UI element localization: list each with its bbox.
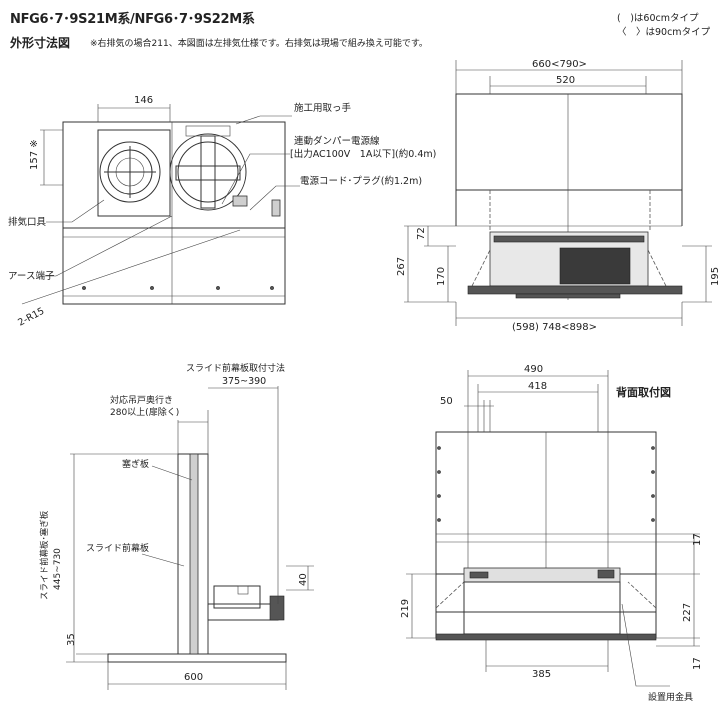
dim-600: 600 bbox=[184, 672, 203, 683]
dim-width-top: 660<790> bbox=[532, 59, 587, 70]
label-plug-panel: 塞ぎ板 bbox=[122, 458, 149, 470]
dim-267: 267 bbox=[396, 257, 407, 276]
label-2-r15: 2-R15 bbox=[16, 306, 46, 329]
back-view-title: 背面取付図 bbox=[616, 386, 671, 399]
label-earth-terminal: アース端子 bbox=[8, 270, 55, 282]
legend-90cm: 〈 〉は90cmタイプ bbox=[617, 27, 711, 38]
label-install-handle: 施工用取っ手 bbox=[294, 102, 352, 114]
dim-157: 157 ※ bbox=[29, 139, 40, 170]
label-slide-panel: スライド前幕板 bbox=[86, 542, 149, 554]
label-damper-line: 連動ダンパー電源線 bbox=[294, 135, 380, 147]
dim-146: 146 bbox=[134, 95, 153, 106]
cabinet-depth-label: 対応吊戸奥行き bbox=[110, 394, 173, 406]
dim-40: 40 bbox=[298, 573, 309, 586]
dim-170: 170 bbox=[436, 267, 447, 286]
label-mounting-bracket: 設置用金具 bbox=[648, 691, 693, 703]
dim-72: 72 bbox=[416, 227, 427, 240]
dim-385: 385 bbox=[532, 669, 551, 680]
label-damper-output: [出力AC100V 1A以下](約0.4m) bbox=[290, 148, 436, 160]
side-view bbox=[66, 386, 314, 690]
dim-418: 418 bbox=[528, 381, 547, 392]
dim-17-bottom: 17 bbox=[692, 657, 703, 670]
dim-445-730: 445~730 bbox=[53, 548, 63, 590]
dim-520: 520 bbox=[556, 75, 575, 86]
dim-17-top: 17 bbox=[692, 533, 703, 546]
legend-60cm: ( )は60cmタイプ bbox=[617, 13, 699, 24]
cabinet-depth-value: 280以上(扉除く) bbox=[110, 406, 179, 418]
dim-219: 219 bbox=[400, 599, 411, 618]
dim-227: 227 bbox=[682, 603, 693, 622]
dim-195: 195 bbox=[710, 267, 720, 286]
exhaust-note: ※右排気の場合211、本図面は左排気仕様です。右排気は現場で組み換え可能です。 bbox=[90, 39, 428, 49]
slide-panel-range: 375~390 bbox=[222, 376, 266, 387]
slide-panel-mount-title: スライド前幕板取付寸法 bbox=[186, 362, 285, 374]
model-title: NFG6･7･9S21M系/NFG6･7･9S22M系 bbox=[10, 12, 255, 27]
front-view bbox=[21, 104, 300, 305]
dim-490: 490 bbox=[524, 364, 543, 375]
view-title: 外形寸法図 bbox=[10, 36, 71, 50]
label-exhaust-fitting: 排気口具 bbox=[8, 216, 47, 228]
dim-width-bottom: (598) 748<898> bbox=[512, 322, 597, 333]
dim-35: 35 bbox=[66, 633, 77, 646]
top-right-view bbox=[404, 60, 712, 326]
label-power-cord: 電源コード･プラグ(約1.2m) bbox=[300, 175, 422, 187]
dim-50: 50 bbox=[440, 396, 453, 407]
back-view bbox=[406, 370, 700, 687]
label-vertical-panels: スライド前幕板･塞ぎ板 bbox=[39, 510, 50, 600]
